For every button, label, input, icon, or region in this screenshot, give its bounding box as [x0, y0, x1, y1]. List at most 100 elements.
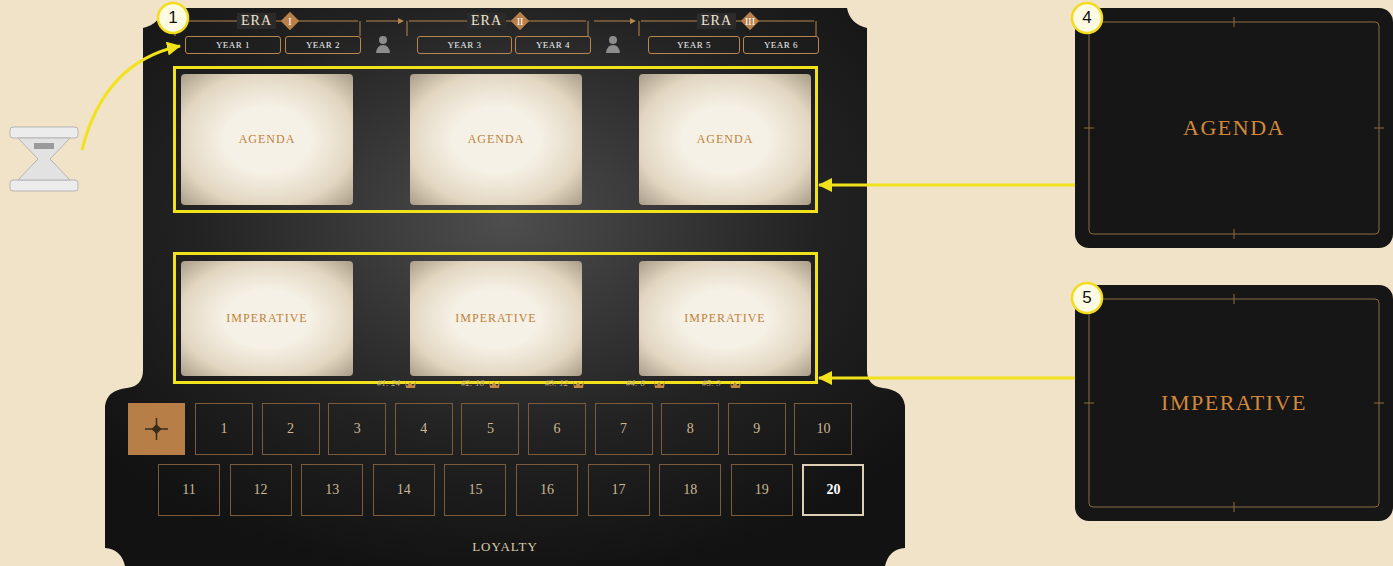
board-decoration	[128, 403, 185, 455]
loyalty-number: 5	[487, 421, 494, 437]
callout-number: 1	[168, 8, 177, 28]
loyalty-number: 9	[753, 421, 760, 437]
loyalty-space: 15	[444, 464, 506, 516]
loyalty-number: 19	[755, 482, 769, 498]
board-decoration	[360, 21, 361, 36]
board-decoration	[641, 21, 814, 22]
score-label: #4: 6	[626, 378, 645, 388]
shape-part	[1084, 403, 1094, 404]
callout-number: 5	[1082, 288, 1091, 308]
year-label: YEAR 4	[536, 40, 570, 50]
loyalty-space: 19	[731, 464, 793, 516]
era-numeral: II	[512, 16, 528, 27]
loyalty-space: 17	[588, 464, 650, 516]
board-decoration	[588, 21, 589, 36]
era-label: ERA	[237, 13, 276, 29]
year-label: YEAR 6	[764, 40, 798, 50]
loyalty-space: 18	[659, 464, 721, 516]
loyalty-space: 16	[516, 464, 578, 516]
shape-part	[1234, 502, 1235, 512]
year-box: YEAR 6	[743, 36, 819, 54]
card-label: IMPERATIVE	[1161, 390, 1307, 416]
loyalty-space: 20	[802, 464, 864, 516]
board-decoration	[489, 381, 500, 388]
loyalty-space: 2	[262, 403, 320, 455]
board-decoration	[606, 45, 620, 53]
card-slot: IMPERATIVE	[410, 261, 582, 376]
board-decoration	[177, 21, 358, 22]
loyalty-number: 18	[683, 482, 697, 498]
slot-label: AGENDA	[468, 132, 525, 147]
loyalty-space: 11	[158, 464, 220, 516]
era-numeral: III	[742, 16, 758, 27]
board-decoration	[82, 46, 180, 150]
board-decoration	[175, 21, 176, 36]
loyalty-number: 2	[287, 421, 294, 437]
loyalty-number: 14	[397, 482, 411, 498]
loyalty-space: 1	[195, 403, 253, 455]
board-decoration	[366, 21, 398, 22]
deck-card: IMPERATIVE	[1075, 285, 1393, 521]
board-decoration	[409, 21, 586, 22]
loyalty-number: 12	[254, 482, 268, 498]
loyalty-space: 6	[528, 403, 586, 455]
pointer-arrow	[819, 184, 1075, 187]
pointer-arrow	[819, 377, 1075, 380]
loyalty-space: 14	[373, 464, 435, 516]
board-decoration	[18, 138, 70, 180]
loyalty-number: 20	[826, 482, 840, 498]
year-box: YEAR 3	[417, 36, 512, 54]
shape-part	[1374, 403, 1384, 404]
shape-part	[1089, 22, 1379, 234]
loyalty-number: 10	[816, 421, 830, 437]
board-decoration	[630, 18, 636, 24]
board-decoration	[10, 127, 78, 138]
era-label: ERA	[467, 13, 506, 29]
shape-part	[1234, 17, 1235, 27]
shape-part	[1075, 8, 1393, 248]
loyalty-number: 3	[354, 421, 361, 437]
loyalty-number: 15	[468, 482, 482, 498]
loyalty-space: 9	[728, 403, 786, 455]
slot-label: IMPERATIVE	[226, 311, 307, 326]
score-label: #5: 3	[702, 378, 721, 388]
shape-part	[158, 3, 188, 33]
loyalty-space: 5	[461, 403, 519, 455]
year-box: YEAR 2	[285, 36, 361, 54]
score-label: #3: 12	[545, 378, 568, 388]
shape-part	[1072, 3, 1102, 33]
board-title: LOYALTY	[105, 539, 905, 555]
shape-part	[1072, 283, 1102, 313]
loyalty-space: 3	[328, 403, 386, 455]
year-label: YEAR 5	[677, 40, 711, 50]
shape-part	[1075, 285, 1393, 521]
board-decoration	[816, 21, 817, 36]
board-decoration	[405, 381, 741, 388]
loyalty-space: 10	[794, 403, 852, 455]
callout-number: 4	[1082, 8, 1091, 28]
board-decoration	[10, 180, 78, 191]
game-board: ERAIYEAR 1YEAR 2ERAIIYEAR 3YEAR 4ERAIIIY…	[105, 8, 905, 566]
card-slot: AGENDA	[181, 74, 353, 205]
board-decoration	[594, 21, 630, 22]
loyalty-number: 6	[554, 421, 561, 437]
loyalty-number: 4	[420, 421, 427, 437]
year-box: YEAR 5	[648, 36, 740, 54]
card-slot: IMPERATIVE	[639, 261, 811, 376]
board-decoration	[376, 45, 390, 53]
card-slot: AGENDA	[639, 74, 811, 205]
loyalty-space: 12	[230, 464, 292, 516]
era-numeral: I	[282, 16, 298, 27]
board-decoration	[398, 18, 636, 24]
slot-label: AGENDA	[697, 132, 754, 147]
loyalty-number: 11	[182, 482, 195, 498]
card-slot: IMPERATIVE	[181, 261, 353, 376]
board-decoration	[376, 36, 620, 53]
year-label: YEAR 1	[216, 40, 250, 50]
loyalty-space: 7	[595, 403, 653, 455]
board-decoration	[34, 143, 54, 149]
loyalty-number: 1	[221, 421, 228, 437]
shape-part	[1234, 229, 1235, 239]
